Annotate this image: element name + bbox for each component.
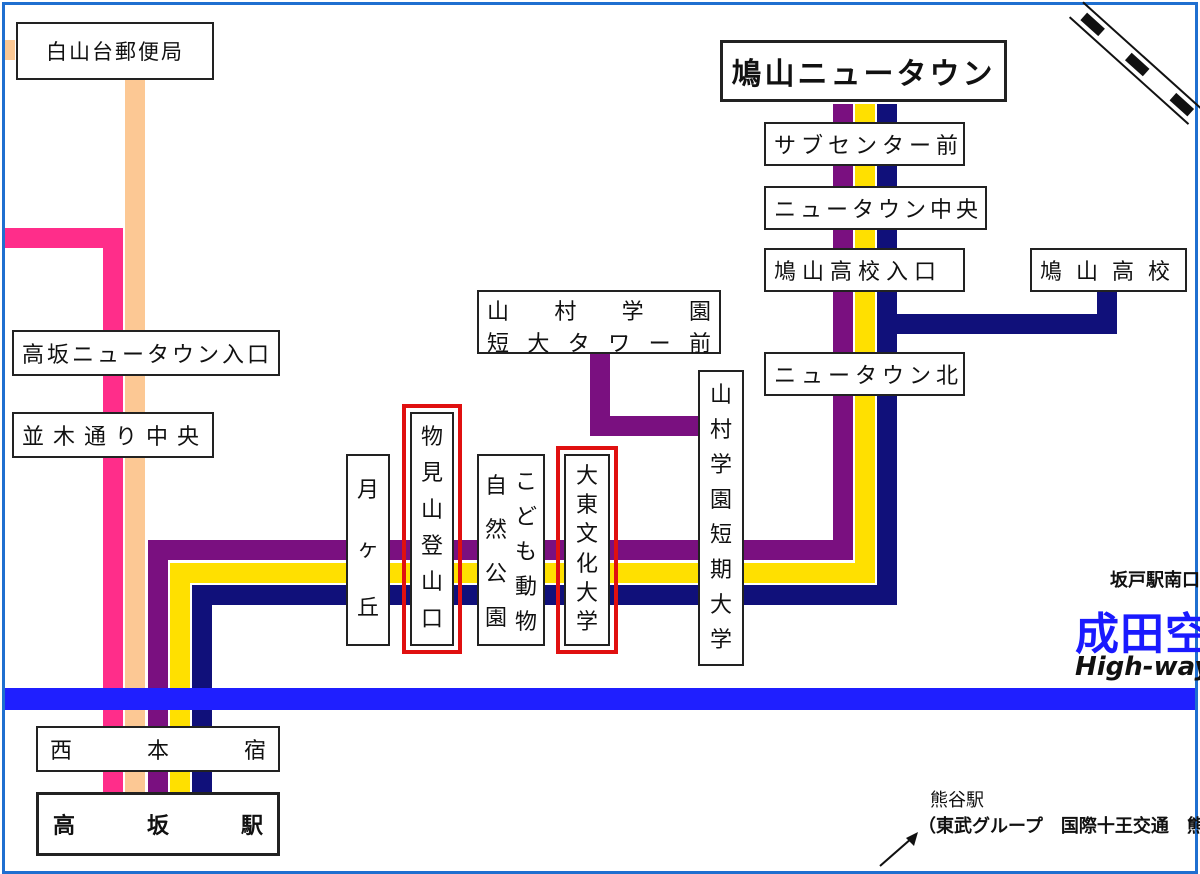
highway-sakado-text: 坂戸駅南口・ (1110, 570, 1200, 591)
stop-label-char: 動 (514, 575, 537, 601)
stop-label-char: ど (514, 504, 537, 530)
stop-sub-center[interactable]: サブセンター前 (764, 122, 965, 166)
stop-label-char: 自 (484, 474, 507, 499)
stop-label-char: 公 (484, 562, 507, 587)
stop-label-char: 東 (575, 492, 598, 518)
stop-namiki-dori-chuo[interactable]: 並木通り中央 (12, 412, 214, 458)
stop-label-char: ワ (608, 332, 631, 357)
stop-tsukigaoka[interactable]: 月ヶ丘 (346, 454, 390, 646)
stop-label-row-1: 山村学園 (487, 294, 711, 326)
stop-hatoyama-koko[interactable]: 鳩山高校 (1030, 248, 1187, 292)
stop-label-char: 山 (487, 300, 510, 325)
stop-monomiyama-tozanguchi[interactable]: 物見山登山口 (402, 404, 462, 654)
stop-label: 白山台郵便局 (46, 40, 184, 64)
stop-label-char: 山 (420, 497, 443, 523)
stop-label-char: ヶ (356, 536, 379, 562)
operators-label: （東武グループ 国際十王交通 熊 (918, 816, 1200, 837)
stop-label-char: 園 (688, 300, 711, 325)
stop-label-char: 期 (709, 557, 732, 583)
stop-label-char: 西 (50, 739, 73, 764)
highway-english-text: High-way bu (1075, 652, 1200, 682)
stop-label: ニュータウン北 (774, 364, 964, 389)
route-navy-branch-vertical (1097, 290, 1117, 334)
route-purple-vertical-right (833, 104, 853, 560)
stop-label-char: 大 (709, 592, 732, 618)
route-navy-branch-horizontal (877, 314, 1117, 334)
stop-label-char: 大 (575, 580, 598, 606)
stop-label: 高坂ニュータウン入口 (22, 343, 273, 368)
stop-kodomo-shizen-koen[interactable]: 自然公園 こども動物 (477, 454, 545, 646)
stop-label-char: 高 (53, 814, 76, 839)
stop-hatoyama-newtown[interactable]: 鳩山ニュータウン (720, 40, 1007, 102)
pointer-arrow-icon (879, 832, 918, 867)
stop-newtown-kita[interactable]: ニュータウン北 (764, 352, 965, 396)
stop-label-char: 化 (575, 551, 598, 577)
stop-label-char: 物 (514, 610, 537, 636)
stop-takasaka-newtown-iriguchi[interactable]: 高坂ニュータウン入口 (12, 330, 280, 376)
stop-label-row-2: 短大タワー前 (487, 326, 711, 358)
stop-label: 並木通り中央 (22, 425, 209, 450)
stop-label: 鳩山ニュータウン (731, 57, 996, 92)
route-purple-branch-horizontal (590, 416, 702, 436)
stop-label-column-right: 自然公園 (483, 462, 509, 638)
route-purple-branch-vertical (590, 352, 610, 436)
stop-label-char: 口 (420, 606, 443, 632)
route-pink-horizontal (5, 228, 123, 248)
stop-label: 鳩山高校 (1040, 260, 1185, 285)
stop-label-char: 大 (575, 463, 598, 489)
stop-label-column-left: こども動物 (513, 462, 539, 638)
stop-label-char: 学 (575, 610, 598, 636)
stop-label-char: 山 (709, 382, 732, 408)
stop-label-char: 文 (575, 522, 598, 548)
stop-label-char: 宿 (243, 739, 266, 764)
stop-yamamura-tanki-daigaku[interactable]: 山村学園短期大学 (698, 370, 744, 666)
stop-label-char: 登 (420, 534, 443, 560)
stop-label-char: 園 (709, 487, 732, 513)
highway-narita-text: 成田空港 (1075, 609, 1200, 660)
stop-label: サブセンター前 (774, 134, 964, 159)
stop-label-char: 坂 (146, 814, 169, 839)
stop-takasaka-station[interactable]: 高坂駅 (36, 792, 280, 856)
stop-label-char: 見 (420, 461, 443, 487)
stop-label-char: 前 (688, 332, 711, 357)
stop-label-char: 山 (420, 570, 443, 596)
stop-label-char: 学 (709, 452, 732, 478)
stop-label-char: 駅 (240, 814, 263, 839)
stop-yamamura-tower[interactable]: 山 村 学 園 短大タワー前 (477, 290, 721, 357)
route-yellow-vertical-right (855, 104, 875, 583)
kumagaya-station-label: 熊谷駅 (930, 790, 984, 811)
stop-label-char: 月 (356, 478, 379, 504)
stop-label-char: 学 (709, 627, 732, 653)
stop-label-char: 物 (420, 425, 443, 451)
stop-label-char: 短 (487, 332, 510, 357)
stop-label-char: 園 (484, 606, 507, 631)
stop-label-char: 村 (709, 417, 732, 443)
stop-label-char: 丘 (356, 595, 379, 621)
stop-daito-bunka-daigaku[interactable]: 大東文化大学 (556, 446, 618, 654)
stop-label-char: も (514, 539, 537, 565)
stop-nishi-honjuku[interactable]: 西本宿 (36, 726, 280, 772)
stop-label-char: ー (648, 332, 671, 357)
stop-label: 鳩山高校入口 (774, 260, 943, 285)
stop-label-char: タ (567, 332, 590, 357)
stop-label-char: 本 (146, 739, 169, 764)
stop-hatoyama-koko-iriguchi[interactable]: 鳩山高校入口 (764, 248, 965, 292)
stop-label: ニュータウン中央 (774, 198, 983, 223)
stop-label-char: 村 (554, 300, 577, 325)
route-peach-stub (5, 40, 15, 60)
stop-label-char: 然 (484, 518, 507, 543)
stop-label-char: 学 (621, 300, 644, 325)
stop-label-char: 大 (527, 332, 550, 357)
stop-newtown-chuo[interactable]: ニュータウン中央 (764, 186, 987, 230)
stop-label-char: 短 (709, 522, 732, 548)
stop-label-char: こ (514, 469, 537, 495)
route-blue-highway (5, 688, 1195, 710)
stop-shirayamadai[interactable]: 白山台郵便局 (16, 22, 214, 80)
